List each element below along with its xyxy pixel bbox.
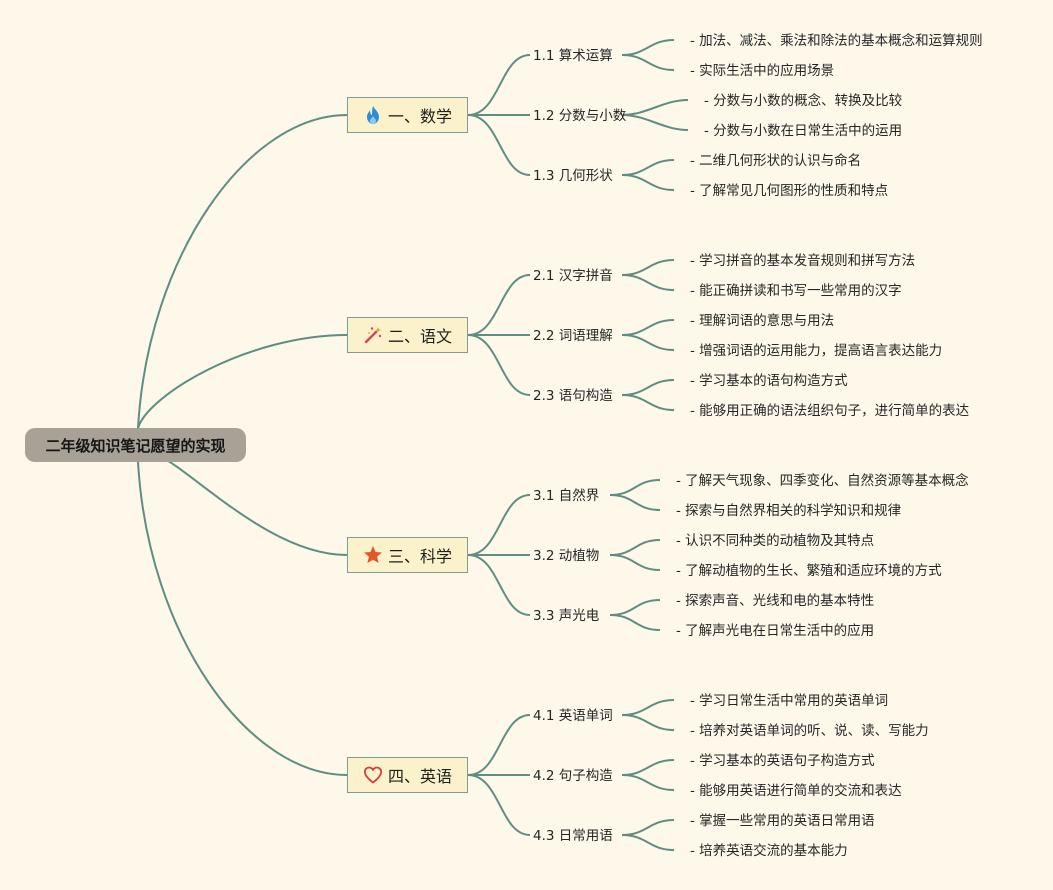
- subtopic[interactable]: 1.2 分数与小数: [533, 108, 627, 124]
- root-topic[interactable]: 二年级知识笔记愿望的实现: [25, 428, 246, 462]
- leaf-note[interactable]: - 认识不同种类的动植物及其特点: [676, 533, 875, 549]
- subtopic[interactable]: 4.3 日常用语: [533, 828, 613, 844]
- branch-label: 三、科学: [387, 547, 452, 566]
- connector-line: [621, 334, 675, 351]
- branch-label: 二、语文: [387, 327, 452, 346]
- subtopic[interactable]: 3.3 声光电: [533, 608, 600, 624]
- fire-icon: [363, 105, 383, 125]
- leaf-note[interactable]: - 了解常见几何图形的性质和特点: [690, 183, 889, 199]
- connector-line: [467, 54, 531, 116]
- connector-line: [621, 394, 675, 411]
- connector-line: [621, 114, 689, 131]
- connector-line: [467, 774, 531, 836]
- connector-line: [621, 159, 675, 176]
- leaf-note[interactable]: - 学习基本的英语句子构造方式: [690, 753, 875, 769]
- subtopic[interactable]: 1.3 几何形状: [533, 168, 613, 184]
- subtopic[interactable]: 4.1 英语单词: [533, 708, 613, 724]
- leaf-note[interactable]: - 分数与小数的概念、转换及比较: [704, 93, 903, 109]
- leaf-note[interactable]: - 培养英语交流的基本能力: [690, 843, 848, 859]
- leaf-note[interactable]: - 能正确拼读和书写一些常用的汉字: [690, 283, 902, 299]
- subtopic[interactable]: 4.2 句子构造: [533, 768, 613, 784]
- leaf-note[interactable]: - 学习日常生活中常用的英语单词: [690, 693, 889, 709]
- connector-line: [609, 479, 661, 496]
- connector-line: [621, 699, 675, 716]
- connector-line: [609, 539, 661, 556]
- leaf-note[interactable]: - 能够用英语进行简单的交流和表达: [690, 783, 902, 799]
- connector-line: [467, 114, 531, 176]
- leaf-note[interactable]: - 学习拼音的基本发音规则和拼写方法: [690, 253, 916, 269]
- magic-wand-icon: [363, 325, 383, 345]
- connector-line: [621, 379, 675, 396]
- subtopic[interactable]: 2.2 词语理解: [533, 328, 613, 344]
- connector-line: [621, 174, 675, 191]
- connector-line: [137, 461, 348, 776]
- connector-line: [621, 319, 675, 336]
- leaf-note[interactable]: - 实际生活中的应用场景: [690, 63, 835, 79]
- connector-line: [621, 819, 675, 836]
- connector-line: [621, 54, 675, 71]
- branch-label: 四、英语: [387, 767, 452, 786]
- connector-line: [609, 554, 661, 571]
- leaf-note[interactable]: - 掌握一些常用的英语日常用语: [690, 813, 875, 829]
- connector-line: [621, 774, 675, 791]
- subtopic[interactable]: 1.1 算术运算: [533, 48, 613, 64]
- leaf-note[interactable]: - 探索声音、光线和电的基本特性: [676, 593, 875, 609]
- leaf-note[interactable]: - 培养对英语单词的听、说、读、写能力: [690, 723, 929, 739]
- connector-line: [467, 334, 531, 396]
- star-icon: [363, 545, 383, 565]
- connector-line: [621, 714, 675, 731]
- leaf-note[interactable]: - 能够用正确的语法组织句子，进行简单的表达: [690, 403, 970, 419]
- connector-line: [621, 99, 689, 116]
- leaf-note[interactable]: - 增强词语的运用能力，提高语言表达能力: [690, 343, 943, 359]
- branch-chinese[interactable]: 二、语文: [347, 317, 468, 353]
- connector-line: [467, 554, 531, 616]
- heart-icon: [363, 765, 383, 785]
- leaf-note[interactable]: - 分数与小数在日常生活中的运用: [704, 123, 903, 139]
- subtopic[interactable]: 3.2 动植物: [533, 548, 600, 564]
- connector-line: [137, 334, 348, 429]
- leaf-note[interactable]: - 了解天气现象、四季变化、自然资源等基本概念: [676, 473, 969, 489]
- leaf-note[interactable]: - 了解声光电在日常生活中的应用: [676, 623, 875, 639]
- connector-line: [609, 494, 661, 511]
- connector-line: [467, 714, 531, 776]
- connector-line: [621, 259, 675, 276]
- subtopic[interactable]: 3.1 自然界: [533, 488, 600, 504]
- leaf-note[interactable]: - 理解词语的意思与用法: [690, 313, 835, 329]
- connector-line: [621, 759, 675, 776]
- connector-line: [609, 599, 661, 616]
- leaf-note[interactable]: - 学习基本的语句构造方式: [690, 373, 848, 389]
- branch-science[interactable]: 三、科学: [347, 537, 468, 573]
- leaf-note[interactable]: - 二维几何形状的认识与命名: [690, 153, 862, 169]
- leaf-note[interactable]: - 加法、减法、乘法和除法的基本概念和运算规则: [690, 33, 983, 49]
- branch-math[interactable]: 一、数学: [347, 97, 468, 133]
- leaf-note[interactable]: - 了解动植物的生长、繁殖和适应环境的方式: [676, 563, 942, 579]
- connector-line: [621, 39, 675, 56]
- connector-line: [621, 274, 675, 291]
- connector-line: [137, 114, 348, 429]
- branch-english[interactable]: 四、英语: [347, 757, 468, 793]
- branch-label: 一、数学: [387, 107, 452, 126]
- connector-line: [137, 451, 348, 556]
- subtopic[interactable]: 2.1 汉字拼音: [533, 268, 613, 284]
- connector-line: [467, 494, 531, 556]
- connector-line: [621, 834, 675, 851]
- connector-line: [467, 274, 531, 336]
- leaf-note[interactable]: - 探索与自然界相关的科学知识和规律: [676, 503, 902, 519]
- subtopic[interactable]: 2.3 语句构造: [533, 388, 613, 404]
- connector-line: [609, 614, 661, 631]
